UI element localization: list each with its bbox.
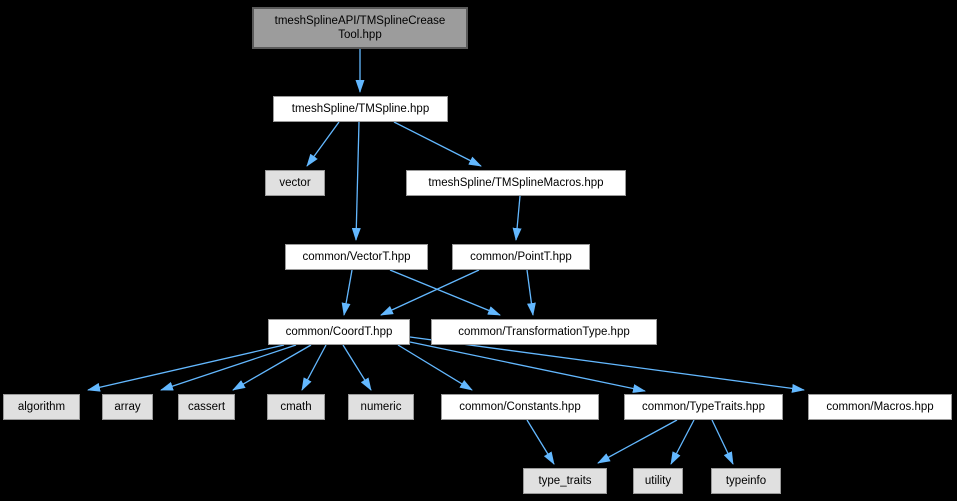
node-coordt[interactable]: common/CoordT.hpp [268, 319, 410, 345]
node-label: vector [279, 177, 311, 189]
node-algorithm: algorithm [3, 394, 80, 420]
node-label: common/VectorT.hpp [302, 251, 411, 263]
node-vector: vector [265, 170, 325, 196]
node-numeric: numeric [348, 394, 414, 420]
node-label: utility [644, 475, 672, 487]
node-label: common/TypeTraits.hpp [642, 401, 765, 413]
node-label: tmeshSpline/TMSplineMacros.hpp [428, 177, 604, 189]
node-label: tmeshSplineAPI/TMSplineCrease [274, 15, 446, 27]
node-tmspline[interactable]: tmeshSpline/TMSpline.hpp [273, 96, 448, 122]
edge-typetraits-typeinfo [711, 419, 734, 465]
edge-constants-type_traits [526, 419, 555, 465]
edge-tmsplinemacros-pointt [512, 195, 522, 241]
edge-coordt-algorithm [87, 344, 285, 392]
node-cmath: cmath [267, 394, 325, 420]
edge-coordt-array [160, 344, 297, 391]
edge-coordt-numeric [342, 344, 372, 391]
node-typeinfo: typeinfo [711, 468, 781, 494]
node-vectort[interactable]: common/VectorT.hpp [285, 244, 428, 270]
node-cassert: cassert [178, 394, 235, 420]
edge-coordt-macros [409, 336, 805, 393]
edge-typetraits-utility [670, 419, 695, 465]
node-type_traits: type_traits [523, 468, 607, 494]
node-label: algorithm [17, 401, 66, 413]
node-typetraits[interactable]: common/TypeTraits.hpp [624, 394, 783, 420]
node-label: common/CoordT.hpp [285, 326, 393, 338]
node-label: cassert [187, 401, 226, 413]
edge-tmspline-tmsplinemacros [393, 121, 482, 167]
node-label: tmeshSpline/TMSpline.hpp [291, 103, 430, 115]
node-label: common/Constants.hpp [459, 401, 581, 413]
edge-tmspline-vectort [351, 121, 361, 241]
node-label: common/Macros.hpp [826, 401, 934, 413]
node-label: common/TransformationType.hpp [458, 326, 630, 338]
node-constants[interactable]: common/Constants.hpp [441, 394, 599, 420]
node-label: Tool.hpp [338, 29, 382, 41]
node-tmsplinemacros[interactable]: tmeshSpline/TMSplineMacros.hpp [406, 170, 626, 196]
node-pointt[interactable]: common/PointT.hpp [452, 244, 590, 270]
node-utility: utility [633, 468, 683, 494]
node-label: common/PointT.hpp [470, 251, 572, 263]
node-macros[interactable]: common/Macros.hpp [808, 394, 952, 420]
edge-coordt-constants [397, 344, 473, 391]
node-label: array [114, 401, 141, 413]
edge-pointt-transformationtype [526, 269, 536, 316]
edge-coordt-cmath [301, 344, 327, 391]
edge-vectort-coordt [341, 269, 353, 316]
edge-vectort-transformationtype [389, 269, 501, 316]
edge-coordt-typetraits [409, 341, 646, 393]
node-label: numeric [360, 401, 402, 413]
edge-coordt-cassert [232, 344, 312, 391]
node-array: array [102, 394, 153, 420]
edge-tmspline-vector [306, 121, 340, 167]
node-label: cmath [280, 401, 312, 413]
edge-typetraits-type_traits [597, 419, 678, 464]
node-transformationtype[interactable]: common/TransformationType.hpp [431, 319, 657, 345]
node-label: typeinfo [725, 475, 767, 487]
node-label: type_traits [538, 475, 592, 487]
edge-group [87, 49, 805, 465]
edge-pointt-coordt [380, 269, 480, 316]
